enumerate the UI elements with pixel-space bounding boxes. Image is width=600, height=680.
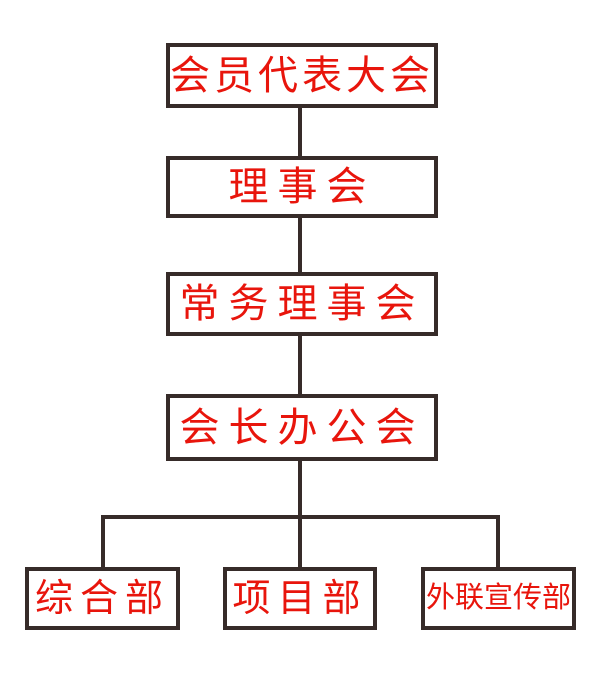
node-president-office: 会长办公会 <box>166 394 438 461</box>
node-outreach-publicity-department-label: 外联宣传部 <box>425 582 571 614</box>
node-standing-council-label: 常务理事会 <box>179 281 425 326</box>
node-project-department-label: 项目部 <box>232 577 368 620</box>
node-members-assembly-label: 会员代表大会 <box>170 52 434 98</box>
connector-branch-to-general-department <box>101 515 105 567</box>
node-standing-council: 常务理事会 <box>166 272 438 336</box>
connector-standing-council-to-president-office <box>298 336 302 394</box>
connector-assembly-to-council <box>298 108 302 156</box>
node-council: 理事会 <box>166 156 438 218</box>
node-members-assembly: 会员代表大会 <box>166 43 438 108</box>
node-general-department-label: 综合部 <box>34 577 170 620</box>
node-general-department: 综合部 <box>25 567 180 630</box>
connector-branch-to-project-department <box>298 515 302 567</box>
connector-president-office-to-branch <box>298 461 302 515</box>
node-outreach-publicity-department: 外联宣传部 <box>421 567 576 630</box>
node-president-office-label: 会长办公会 <box>179 404 425 450</box>
node-project-department: 项目部 <box>223 567 377 630</box>
connector-council-to-standing-council <box>298 218 302 272</box>
connector-branch-to-outreach-publicity-department <box>496 515 500 567</box>
node-council-label: 理事会 <box>228 164 376 209</box>
